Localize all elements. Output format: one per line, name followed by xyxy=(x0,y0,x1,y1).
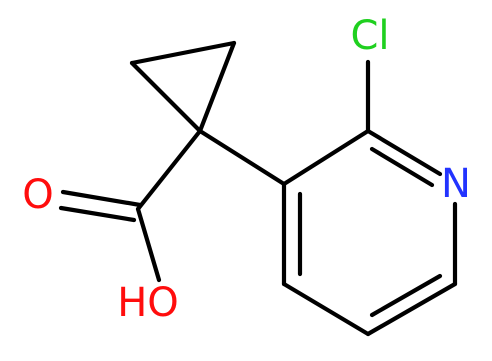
bond-cq-ccooh xyxy=(135,128,203,212)
carbonyl-oxygen-label: O xyxy=(22,172,53,218)
hydroxyl-label: HO xyxy=(117,280,179,326)
atom-labels: Cl N O HO xyxy=(22,13,471,326)
bond-c6-c5-outer xyxy=(365,281,458,337)
bond-cp1-cp2 xyxy=(129,40,237,66)
bond-c6-c5-inner xyxy=(369,273,443,318)
bonds xyxy=(58,40,458,337)
bond-c5-c4 xyxy=(281,281,371,337)
bond-c2-n1-inner xyxy=(369,146,435,188)
bond-c2-n1-outer xyxy=(365,128,443,177)
bond-cp2-cq xyxy=(197,40,237,134)
bond-c-o-double-b xyxy=(58,205,137,223)
bond-c-o-double-a xyxy=(60,189,143,208)
bond-cq-c3 xyxy=(197,128,287,187)
bond-c-oh xyxy=(135,206,162,283)
nitrogen-label: N xyxy=(441,161,471,207)
bond-cq-cp1 xyxy=(129,60,203,134)
chlorine-label: Cl xyxy=(350,13,389,59)
bond-c3-c2 xyxy=(281,128,371,187)
